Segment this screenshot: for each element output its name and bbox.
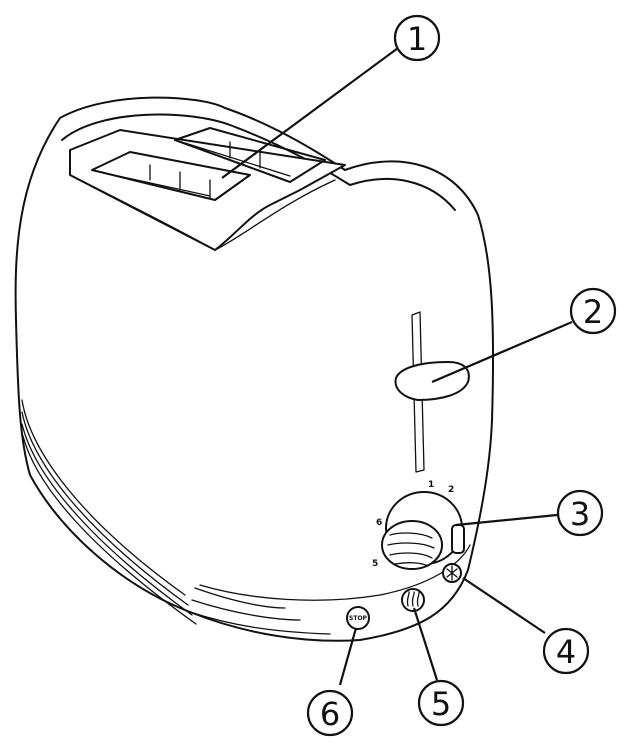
callout-4-label: 4 <box>556 633 576 671</box>
callout-3: 3 <box>556 489 604 537</box>
dial-mark-1: 1 <box>428 480 434 490</box>
callout-6: 6 <box>306 689 354 737</box>
stop-label: STOP <box>349 615 368 622</box>
callout-leaders <box>221 47 573 686</box>
browning-dial: 1 2 6 5 <box>372 480 465 570</box>
dial-mark-5: 5 <box>372 559 378 569</box>
dial-mark-2: 2 <box>448 485 454 495</box>
stop-button: STOP <box>346 606 370 630</box>
bread-slots <box>69 127 346 251</box>
callout-5: 5 <box>417 679 465 727</box>
reheat-button <box>442 563 462 583</box>
callout-3-label: 3 <box>570 495 590 533</box>
dial-mark-6: 6 <box>376 518 382 528</box>
toaster-body <box>14 96 495 642</box>
callout-5-label: 5 <box>431 685 451 723</box>
defrost-button <box>401 588 425 612</box>
callout-6-label: 6 <box>320 695 340 733</box>
callout-4: 4 <box>542 627 590 675</box>
callout-2-label: 2 <box>583 293 603 331</box>
callout-1: 1 <box>393 14 441 62</box>
callout-1-label: 1 <box>407 20 427 58</box>
callout-2: 2 <box>569 287 617 335</box>
